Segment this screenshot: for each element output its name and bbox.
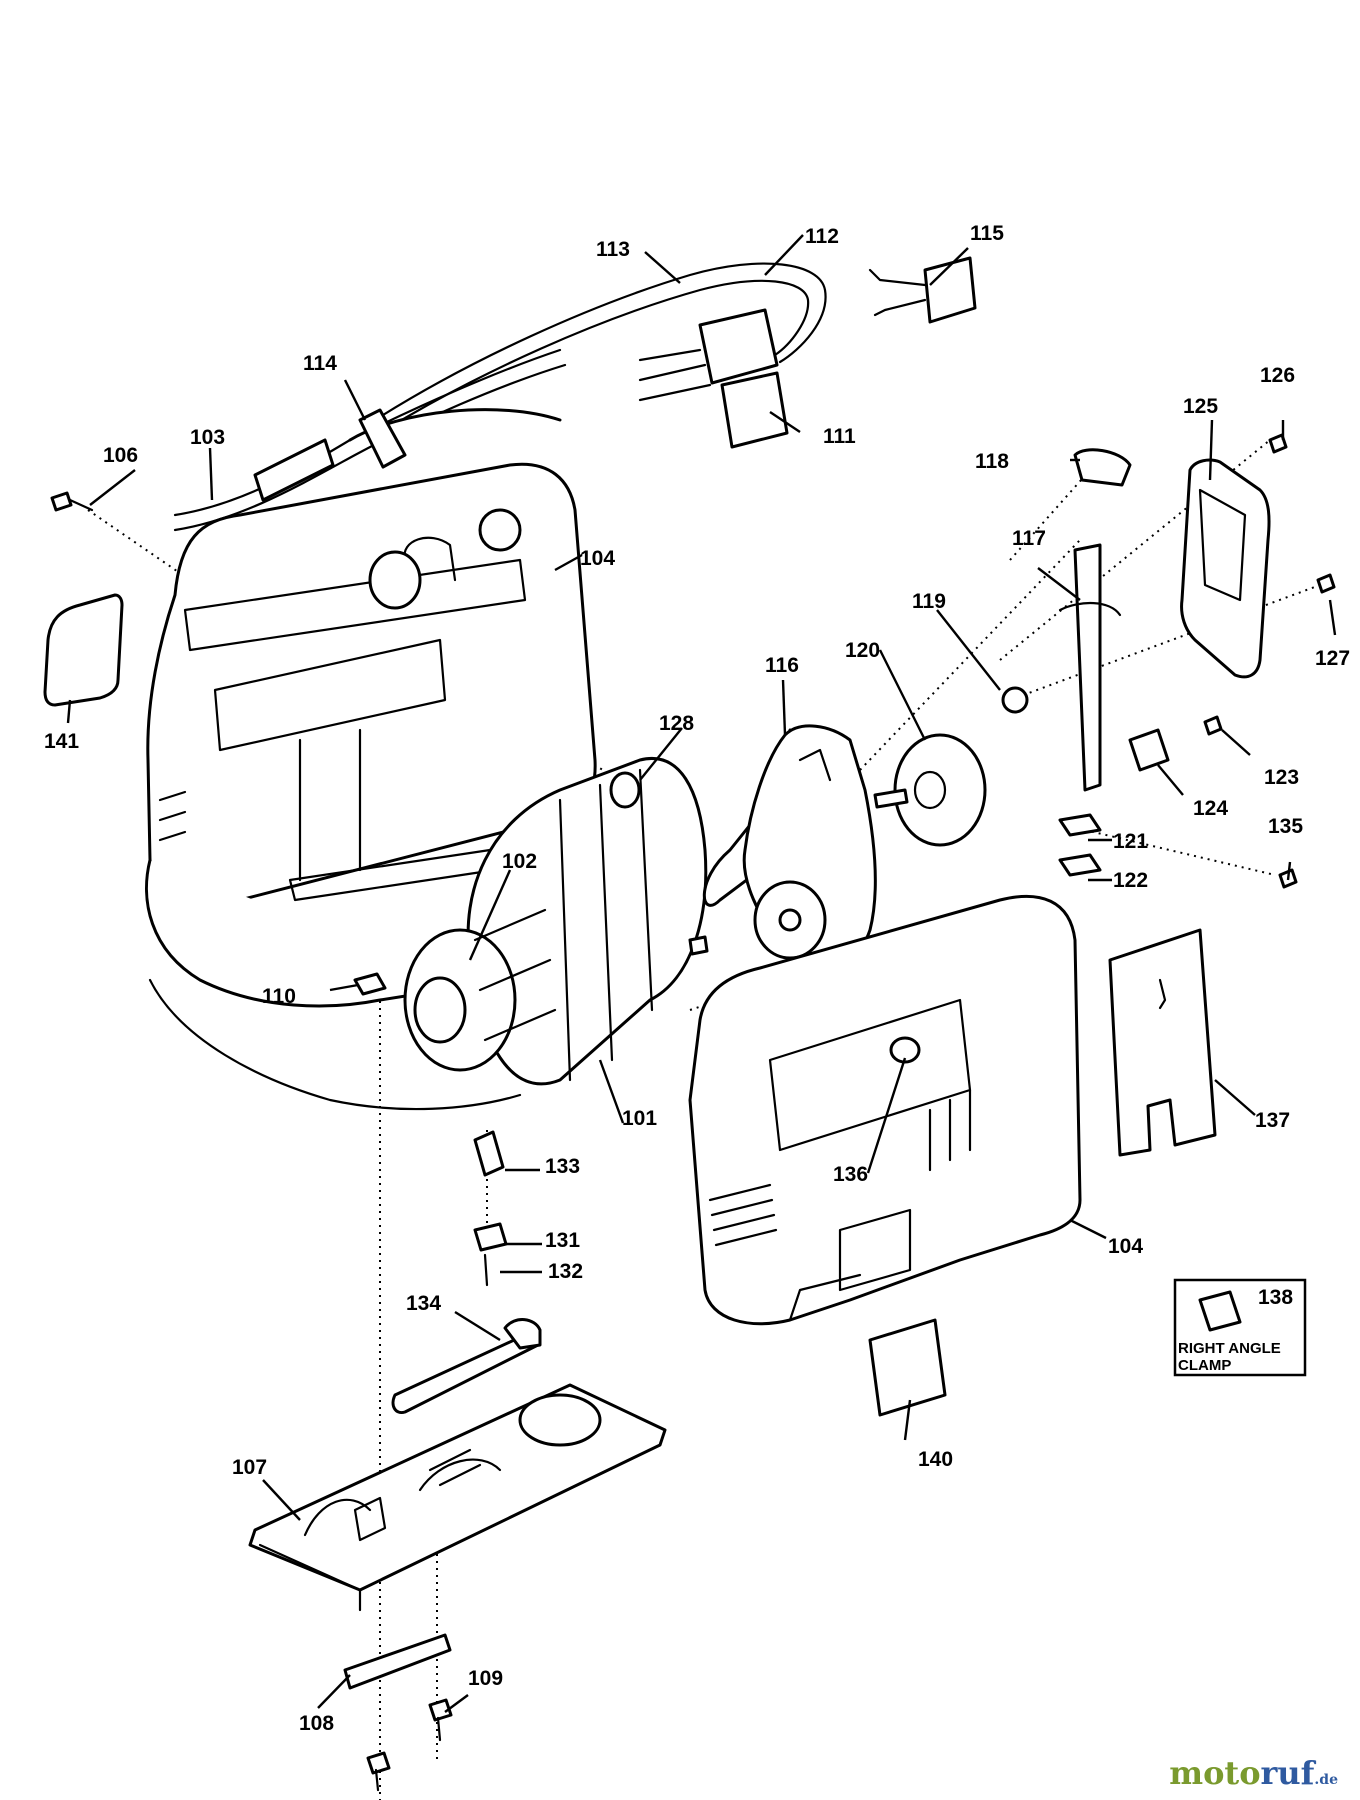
part-label-125: 125 [1183,395,1218,418]
gear [873,733,987,847]
part-label-108: 108 [299,1712,334,1735]
label-plate [43,593,124,707]
part-label-141: 141 [44,730,79,753]
power-cord [173,262,827,532]
accessory-label-line2: CLAMP [1178,1357,1231,1374]
part-label-135: 135 [1268,815,1303,838]
part-label-123: 123 [1264,766,1299,789]
shoe-plate [248,1383,667,1612]
part-label-121: 121 [1113,830,1148,853]
part-label-113: 113 [596,238,630,261]
gear-housing [702,724,877,968]
part-label-104a: 104 [580,547,615,570]
part-label-138: 138 [1258,1286,1293,1309]
part-label-136: 136 [833,1163,868,1186]
brush-parts [473,1130,508,1287]
left-housing-half [145,462,597,1111]
part-label-122: 122 [1113,869,1148,892]
shoe-fasteners [343,1633,453,1792]
part-label-102: 102 [502,850,537,873]
label-plate-140 [868,1318,947,1417]
part-label-140: 140 [918,1448,953,1471]
watermark-logo: motoruf.de [1169,1754,1338,1792]
part-label-126: 126 [1260,364,1295,387]
leader-lines [66,234,1337,1713]
plunger [1058,448,1132,792]
guard-plate [1108,928,1217,1157]
part-label-110: 110 [262,985,296,1008]
part-label-111: 111 [823,425,856,448]
watermark-brand-b: ruf [1260,1754,1315,1792]
watermark-brand-a: moto [1169,1754,1261,1792]
part-label-101: 101 [622,1107,657,1130]
part-label-106: 106 [103,444,138,467]
motor [403,757,709,1086]
part-label-116: 116 [765,654,799,677]
right-housing-half [688,894,1082,1326]
part-label-115: 115 [970,222,1004,245]
part-label-109: 109 [468,1667,503,1690]
part-label-128: 128 [659,712,694,735]
part-label-107: 107 [232,1456,267,1479]
part-label-103: 103 [190,426,225,449]
part-110 [353,972,387,996]
side-cover [1180,433,1336,679]
part-label-112: 112 [805,225,839,248]
part-label-134: 134 [406,1292,441,1315]
capacitor [868,256,977,324]
part-label-118: 118 [975,450,1009,473]
part-label-131: 131 [545,1229,580,1252]
part-label-119: 119 [912,590,946,613]
switch [638,308,789,449]
part-label-132: 132 [548,1260,583,1283]
part-label-127: 127 [1315,647,1350,670]
part-number-labels: 101 102 103 104 104 106 107 108 109 110 … [44,222,1350,1735]
small-parts-right [1058,715,1298,889]
blade-clamp [391,1318,542,1415]
part-label-124: 124 [1193,797,1228,820]
watermark-tld: .de [1314,1772,1338,1788]
part-label-104b: 104 [1108,1235,1143,1258]
part-label-137: 137 [1255,1109,1290,1132]
part-label-117: 117 [1012,527,1046,550]
part-label-114: 114 [303,352,337,375]
screw-106 [50,491,94,512]
part-label-120: 120 [845,639,880,662]
accessory-box: RIGHT ANGLE CLAMP [1173,1278,1307,1377]
part-label-133: 133 [545,1155,580,1178]
washers [609,686,1029,809]
accessory-label-line1: RIGHT ANGLE [1178,1340,1281,1357]
